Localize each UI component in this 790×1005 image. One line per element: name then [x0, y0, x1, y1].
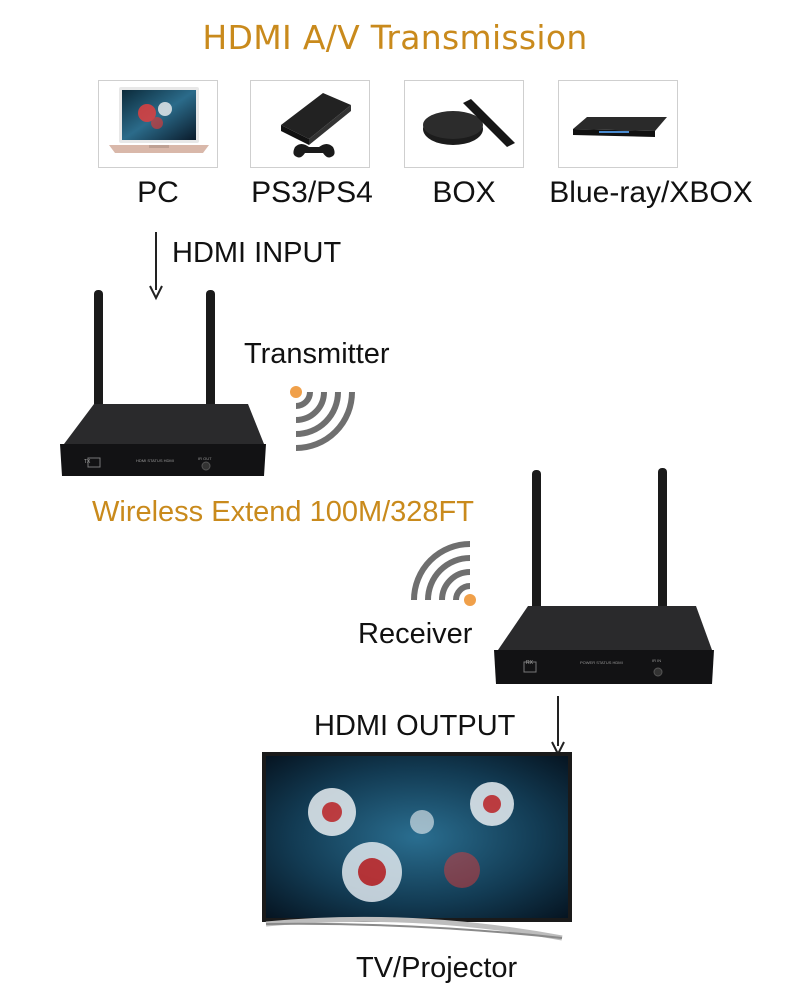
rx-badge: RX: [526, 660, 533, 666]
device-label-box: BOX: [432, 176, 496, 209]
transmitter-label: Transmitter: [244, 338, 390, 370]
hdmi-input-arrow: [149, 232, 163, 301]
bluray-player-icon: [573, 117, 667, 137]
tx-badge: TX: [84, 459, 91, 465]
hdmi-output-label: HDMI OUTPUT: [314, 710, 516, 742]
device-label-pc: PC: [137, 176, 179, 209]
receiver-label: Receiver: [358, 618, 473, 650]
antenna-icon: [532, 470, 541, 620]
antenna-icon: [206, 290, 215, 430]
device-label-bluray: Blue-ray/XBOX: [549, 176, 753, 209]
wireless-extend-label: Wireless Extend 100M/328FT: [92, 496, 474, 528]
transmitter-device: [60, 290, 266, 476]
page-title: HDMI A/V Transmission: [202, 18, 588, 57]
device-card-box: [404, 80, 524, 168]
game-console-icon: [281, 93, 351, 158]
transmit-signal-icon: [290, 386, 355, 451]
tv-projector-label: TV/Projector: [356, 952, 518, 984]
tx-ports-label: HDMI STATUS HDMI: [136, 458, 174, 463]
laptop-icon: [109, 87, 209, 153]
antenna-icon: [658, 468, 667, 618]
hdmi-input-label: HDMI INPUT: [172, 237, 342, 269]
receive-signal-icon: [411, 541, 476, 606]
device-card-ps: [250, 80, 370, 168]
device-card-pc: [98, 80, 218, 168]
receiver-device: [494, 468, 714, 684]
tv-display: [262, 752, 572, 941]
hdmi-output-arrow: [551, 696, 565, 757]
device-label-ps: PS3/PS4: [251, 176, 373, 209]
device-card-bluray: [558, 80, 678, 168]
antenna-icon: [94, 290, 103, 430]
tx-port2-label: IR OUT: [198, 456, 212, 461]
tv-box-icon: [423, 99, 515, 147]
rx-port2-label: IR IN: [652, 658, 662, 663]
rx-ports-label: POWER STATUS HDMI: [580, 660, 623, 665]
